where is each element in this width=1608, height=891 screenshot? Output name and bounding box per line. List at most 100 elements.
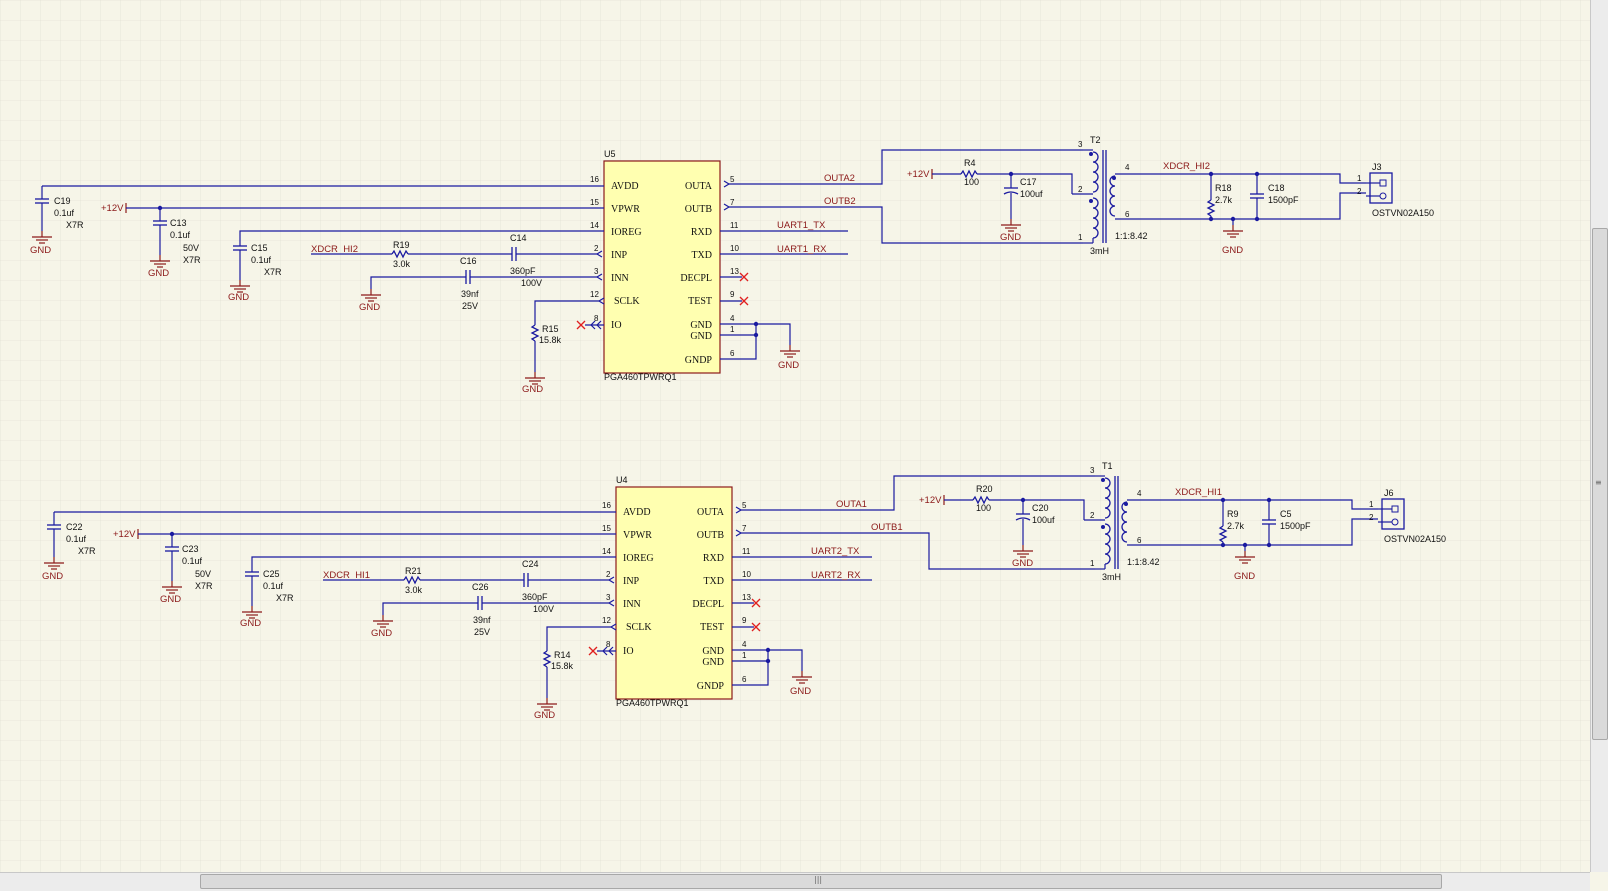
pin-vpwr: VPWR	[623, 530, 652, 541]
pin-txd: TXD	[691, 250, 712, 261]
net-outa1: OUTA1	[836, 499, 867, 510]
pin-num: 1	[1369, 500, 1374, 509]
pin-txd: TXD	[703, 576, 724, 587]
gnd-label: GND	[534, 710, 555, 721]
val-r18: 2.7k	[1215, 195, 1233, 205]
pin-num: 16	[602, 501, 611, 510]
ref-r18: R18	[1215, 183, 1232, 193]
pin-num: 15	[590, 198, 599, 207]
gnd-label: GND	[790, 686, 811, 697]
horizontal-scroll-thumb[interactable]	[200, 874, 1442, 889]
gnd-label: GND	[371, 628, 392, 639]
ic-ref: U5	[604, 149, 616, 159]
pin-outb: OUTB	[685, 204, 713, 215]
val-c17: 100uf	[1020, 189, 1043, 199]
pin-num: 3	[1090, 466, 1095, 475]
pin-io: IO	[611, 320, 622, 331]
net-12v: +12V	[101, 203, 124, 214]
volt-c24: 100V	[533, 604, 554, 614]
ic-u4[interactable]	[615, 486, 733, 700]
gnd-label: GND	[228, 292, 249, 303]
pin-num: 3	[606, 593, 611, 602]
ref-r20: R20	[976, 484, 993, 494]
pin-num: 10	[730, 244, 739, 253]
pin-num: 3	[1078, 140, 1083, 149]
pin-outa: OUTA	[697, 507, 725, 518]
ref-c26: C26	[472, 582, 489, 592]
val-c23: 0.1uf	[182, 556, 203, 566]
ref-c23: C23	[182, 544, 199, 554]
gnd-label: GND	[359, 302, 380, 313]
pin-inp: INP	[611, 250, 628, 261]
schematic-svg[interactable]: U5 PGA460TPWRQ1 AVDD VPWR IOREG INP INN …	[0, 0, 1590, 872]
circuit-top: U5 PGA460TPWRQ1 AVDD VPWR IOREG INP INN …	[30, 135, 1434, 395]
pin-num: 16	[590, 175, 599, 184]
ref-c22: C22	[66, 522, 83, 532]
ref-r9: R9	[1227, 509, 1239, 519]
inductance-t2: 3mH	[1090, 246, 1109, 256]
part-j6: OSTVN02A150	[1384, 534, 1446, 544]
rating-c22: X7R	[78, 546, 96, 556]
val-c5: 1500pF	[1280, 521, 1311, 531]
val-c15: 0.1uf	[251, 255, 272, 265]
ref-j3: J3	[1372, 162, 1382, 172]
rating-c19: X7R	[66, 220, 84, 230]
ref-c17: C17	[1020, 177, 1037, 187]
ratio-t2: 1:1:8.42	[1115, 231, 1148, 241]
transformer-t2[interactable]: T2 3 2 1 4 6 1:1:8.42 3mH	[1072, 135, 1148, 256]
gnd-label: GND	[1222, 245, 1243, 256]
rating-c25: X7R	[276, 593, 294, 603]
pin-decpl: DECPL	[692, 599, 724, 610]
pin-num: 4	[1137, 489, 1142, 498]
pin-num: 12	[590, 290, 599, 299]
val-c26: 39nf	[473, 615, 491, 625]
pin-rxd: RXD	[691, 227, 712, 238]
val-r14: 15.8k	[551, 661, 574, 671]
gnd-label: GND	[778, 360, 799, 371]
ic-u5[interactable]	[603, 160, 721, 374]
pin-num: 6	[1125, 210, 1130, 219]
ref-t2: T2	[1090, 135, 1101, 145]
gnd-label: GND	[1012, 558, 1033, 569]
gnd-label: GND	[1000, 232, 1021, 243]
pin-num: 4	[730, 314, 735, 323]
pin-num: 6	[1137, 536, 1142, 545]
pin-num: 2	[1078, 185, 1083, 194]
val-r15: 15.8k	[539, 335, 562, 345]
pin-num: 11	[742, 547, 751, 556]
pin-num: 14	[590, 221, 599, 230]
pin-num: 12	[602, 616, 611, 625]
pin-io: IO	[623, 646, 634, 657]
connector-j6[interactable]: 1 2 J6 OSTVN02A150	[1369, 488, 1446, 544]
connector-j3[interactable]: 1 2 J3 OSTVN02A150	[1357, 162, 1434, 218]
gnd-label: GND	[30, 245, 51, 256]
part-j3: OSTVN02A150	[1372, 208, 1434, 218]
pin-num: 2	[606, 570, 611, 579]
val-r21: 3.0k	[405, 585, 423, 595]
val-c25: 0.1uf	[263, 581, 284, 591]
ref-r21: R21	[405, 566, 422, 576]
pin-num: 13	[730, 267, 739, 276]
val-c18: 1500pF	[1268, 195, 1299, 205]
volt-c14: 100V	[521, 278, 542, 288]
pin-gndp: GNDP	[697, 681, 725, 692]
transformer-t1[interactable]: T1 3 2 1 4 6 1:1:8.42 3mH	[1084, 461, 1160, 582]
pin-num: 6	[730, 349, 735, 358]
pin-num: 7	[742, 524, 747, 533]
inductance-t1: 3mH	[1102, 572, 1121, 582]
gnd-label: GND	[1234, 571, 1255, 582]
ref-c19: C19	[54, 196, 71, 206]
ref-r15: R15	[542, 324, 559, 334]
ref-c15: C15	[251, 243, 268, 253]
ref-r14: R14	[554, 650, 571, 660]
ref-r19: R19	[393, 240, 410, 250]
val-r9: 2.7k	[1227, 521, 1245, 531]
pin-num: 2	[1090, 511, 1095, 520]
ref-c20: C20	[1032, 503, 1049, 513]
val-c19: 0.1uf	[54, 208, 75, 218]
pin-num: 9	[742, 616, 747, 625]
ref-c16: C16	[460, 256, 477, 266]
val-c13: 0.1uf	[170, 230, 191, 240]
val-c14: 360pF	[510, 266, 536, 276]
